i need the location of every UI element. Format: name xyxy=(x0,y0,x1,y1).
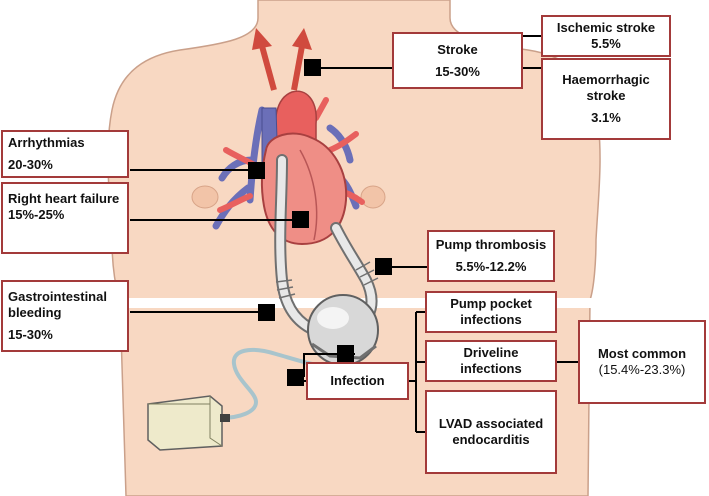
pump-pocket-line2: infections xyxy=(460,312,522,327)
ischemic-stroke-box: Ischemic stroke 5.5% xyxy=(541,15,671,57)
pump-thrombosis-value: 5.5%-12.2% xyxy=(455,259,527,274)
haemorrhagic-stroke-line2: stroke xyxy=(586,88,626,103)
connector-lines xyxy=(130,35,578,433)
ischemic-stroke-title: Ischemic stroke xyxy=(556,20,656,35)
infection-box: Infection xyxy=(306,362,409,400)
most-common-line2: (15.4%-23.3%) xyxy=(598,362,686,377)
endocarditis-box: LVAD associated endocarditis xyxy=(425,390,557,474)
stroke-box: Stroke 15-30% xyxy=(392,32,523,89)
driveline-line1: Driveline xyxy=(463,345,519,360)
right-heart-failure-value: 15%-25% xyxy=(8,207,65,222)
right-nipple xyxy=(360,185,386,209)
most-common-box: Most common (15.4%-23.3%) xyxy=(578,320,706,404)
pump-thrombosis-box: Pump thrombosis 5.5%-12.2% xyxy=(427,230,555,282)
stroke-marker xyxy=(304,59,321,76)
endocarditis-line1: LVAD associated xyxy=(438,416,544,431)
right-heart-failure-title: Right heart failure xyxy=(8,191,120,206)
right-heart-failure-box: Right heart failure 15%-25% xyxy=(1,182,129,254)
arrhythmias-box: Arrhythmias 20-30% xyxy=(1,130,129,178)
pump-pocket-box: Pump pocket infections xyxy=(425,291,557,333)
right-heart-marker xyxy=(292,211,309,228)
gi-bleeding-marker xyxy=(258,304,275,321)
arrhythmias-title: Arrhythmias xyxy=(8,135,85,150)
driveline-infection-marker xyxy=(287,369,304,386)
pump-thrombosis-title: Pump thrombosis xyxy=(435,237,547,252)
haemorrhagic-stroke-value: 3.1% xyxy=(591,110,621,125)
gi-bleeding-line2: bleeding xyxy=(8,305,62,320)
arrhythmia-marker xyxy=(248,162,265,179)
gi-bleeding-box: Gastrointestinal bleeding 15-30% xyxy=(1,280,129,352)
endocarditis-line2: endocarditis xyxy=(452,432,530,447)
infection-title: Infection xyxy=(330,373,385,388)
haemorrhagic-stroke-line1: Haemorrhagic xyxy=(562,72,650,87)
left-nipple xyxy=(191,185,219,209)
controller-connector xyxy=(220,414,230,422)
ischemic-stroke-value: 5.5% xyxy=(591,36,621,51)
stroke-value: 15-30% xyxy=(435,63,480,79)
pump-infection-marker xyxy=(337,345,354,362)
heart-septum xyxy=(299,149,318,241)
gi-bleeding-line1: Gastrointestinal xyxy=(8,289,107,304)
arrhythmias-value: 20-30% xyxy=(8,157,53,172)
pump-thrombosis-marker xyxy=(375,258,392,275)
gi-bleeding-value: 15-30% xyxy=(8,327,53,342)
neck-arrows xyxy=(252,28,312,91)
driveline-cable xyxy=(219,347,340,420)
driveline-box: Driveline infections xyxy=(425,340,557,382)
pump-pocket-line1: Pump pocket xyxy=(450,296,532,311)
stroke-title: Stroke xyxy=(437,41,478,57)
most-common-line1: Most common xyxy=(597,346,687,361)
haemorrhagic-stroke-box: Haemorrhagic stroke 3.1% xyxy=(541,58,671,140)
driveline-line2: infections xyxy=(460,361,522,376)
